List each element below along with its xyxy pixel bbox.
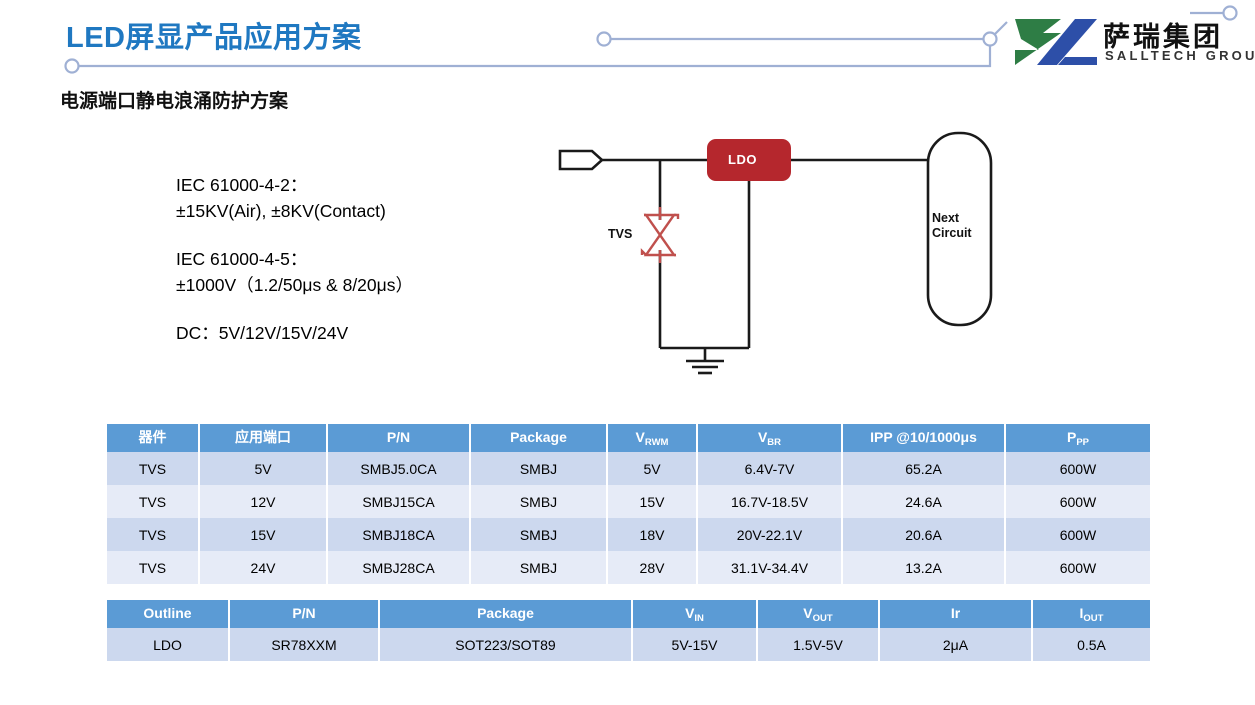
cell-pn: SMBJ5.0CA: [327, 452, 471, 485]
cell-vrwm: 5V: [607, 452, 698, 485]
cell-ppp: 600W: [1005, 551, 1150, 584]
col-header-vrwm: VRWM: [607, 424, 698, 452]
cell-ipp: 13.2A: [842, 551, 1006, 584]
cell-device: TVS: [107, 485, 200, 518]
cell-device: TVS: [107, 551, 200, 584]
col-header-device: 器件: [107, 424, 200, 452]
cell-vrwm: 28V: [607, 551, 698, 584]
spec-group-esd: IEC 61000-4-2： ±15KV(Air), ±8KV(Contact): [176, 172, 413, 224]
cell-package: SMBJ: [470, 551, 608, 584]
table-header-row: Outline P/N Package VIN VOUT Ir IOUT: [107, 600, 1150, 628]
col-header-iout: IOUT: [1032, 600, 1150, 628]
cell-ir: 2μA: [879, 628, 1033, 661]
salltech-chevron-logo-icon: [1015, 19, 1097, 65]
input-port-icon: [558, 149, 604, 171]
cell-outline: LDO: [107, 628, 230, 661]
col-header-vbr: VBR: [697, 424, 843, 452]
cell-pn: SR78XXM: [229, 628, 380, 661]
cell-package: SMBJ: [470, 452, 608, 485]
tvs-label: TVS: [608, 227, 633, 241]
cell-ppp: 600W: [1005, 452, 1150, 485]
cell-vrwm: 15V: [607, 485, 698, 518]
table-header-row: 器件 应用端口 P/N Package VRWM VBR IPP @10/100…: [107, 424, 1150, 452]
next-circuit-label-line2: Circuit: [932, 226, 972, 240]
cell-ipp: 65.2A: [842, 452, 1006, 485]
cell-package: SMBJ: [470, 518, 608, 551]
cell-ppp: 600W: [1005, 485, 1150, 518]
cell-port: 24V: [199, 551, 328, 584]
cell-vbr: 16.7V-18.5V: [697, 485, 843, 518]
cell-ipp: 20.6A: [842, 518, 1006, 551]
circuit-diagram-svg: [558, 131, 993, 375]
cell-device: TVS: [107, 452, 200, 485]
logo-chinese-name: 萨瑞集团: [1103, 22, 1223, 52]
spec-group-surge: IEC 61000-4-5： ±1000V（1.2/50μs & 8/20μs）: [176, 246, 413, 298]
cell-package: SOT223/SOT89: [379, 628, 633, 661]
ground-symbol-icon: [686, 348, 724, 375]
col-header-ppp: PPP: [1005, 424, 1150, 452]
company-logo: 萨瑞集团 SALLTECH GROUP: [1013, 17, 1255, 67]
col-header-pn: P/N: [229, 600, 380, 628]
cell-ppp: 600W: [1005, 518, 1150, 551]
cell-iout: 0.5A: [1032, 628, 1150, 661]
spec-line: DC：5V/12V/15V/24V: [176, 323, 349, 343]
cell-vbr: 31.1V-34.4V: [697, 551, 843, 584]
spec-group-dc: DC：5V/12V/15V/24V: [176, 320, 413, 346]
col-header-package: Package: [470, 424, 608, 452]
ldo-block: [707, 139, 791, 181]
cell-port: 15V: [199, 518, 328, 551]
col-header-ir: Ir: [879, 600, 1033, 628]
table-row: LDO SR78XXM SOT223/SOT89 5V-15V 1.5V-5V …: [107, 628, 1150, 661]
logo-english-name: SALLTECH GROUP: [1105, 48, 1255, 63]
cell-ipp: 24.6A: [842, 485, 1006, 518]
spec-text-block: IEC 61000-4-2： ±15KV(Air), ±8KV(Contact)…: [176, 172, 413, 346]
ldo-spec-table: Outline P/N Package VIN VOUT Ir IOUT LDO…: [107, 600, 1150, 661]
col-header-package: Package: [379, 600, 633, 628]
col-header-ipp: IPP @10/1000μs: [842, 424, 1006, 452]
next-circuit-label: Next Circuit: [932, 211, 972, 241]
cell-package: SMBJ: [470, 485, 608, 518]
col-header-port: 应用端口: [199, 424, 328, 452]
page-title: LED屏显产品应用方案: [66, 22, 362, 54]
spec-line: ±1000V（1.2/50μs & 8/20μs）: [176, 275, 413, 295]
cell-device: TVS: [107, 518, 200, 551]
cell-pn: SMBJ18CA: [327, 518, 471, 551]
spec-line: IEC 61000-4-2：: [176, 175, 308, 195]
tvs-spec-table: 器件 应用端口 P/N Package VRWM VBR IPP @10/100…: [107, 424, 1150, 584]
section-subtitle: 电源端口静电浪涌防护方案: [60, 91, 289, 112]
circuit-diagram: TVS LDO Next Circuit: [540, 125, 1040, 390]
spec-line: ±15KV(Air), ±8KV(Contact): [176, 201, 386, 221]
tvs-diode-icon: [640, 207, 680, 263]
ldo-label: LDO: [728, 152, 757, 167]
cell-vbr: 20V-22.1V: [697, 518, 843, 551]
table-row: TVS 5V SMBJ5.0CA SMBJ 5V 6.4V-7V 65.2A 6…: [107, 452, 1150, 485]
spec-line: IEC 61000-4-5：: [176, 249, 308, 269]
cell-pn: SMBJ15CA: [327, 485, 471, 518]
cell-vout: 1.5V-5V: [757, 628, 880, 661]
col-header-outline: Outline: [107, 600, 230, 628]
cell-pn: SMBJ28CA: [327, 551, 471, 584]
cell-vrwm: 18V: [607, 518, 698, 551]
col-header-vout: VOUT: [757, 600, 880, 628]
col-header-vin: VIN: [632, 600, 758, 628]
cell-vbr: 6.4V-7V: [697, 452, 843, 485]
next-circuit-block: [926, 131, 993, 327]
col-header-pn: P/N: [327, 424, 471, 452]
table-row: TVS 15V SMBJ18CA SMBJ 18V 20V-22.1V 20.6…: [107, 518, 1150, 551]
table-row: TVS 12V SMBJ15CA SMBJ 15V 16.7V-18.5V 24…: [107, 485, 1150, 518]
header-band: LED屏显产品应用方案 萨瑞集团 SALLTECH GROUP: [0, 0, 1255, 80]
table-row: TVS 24V SMBJ28CA SMBJ 28V 31.1V-34.4V 13…: [107, 551, 1150, 584]
cell-port: 12V: [199, 485, 328, 518]
cell-port: 5V: [199, 452, 328, 485]
cell-vin: 5V-15V: [632, 628, 758, 661]
next-circuit-label-line1: Next: [932, 211, 960, 225]
